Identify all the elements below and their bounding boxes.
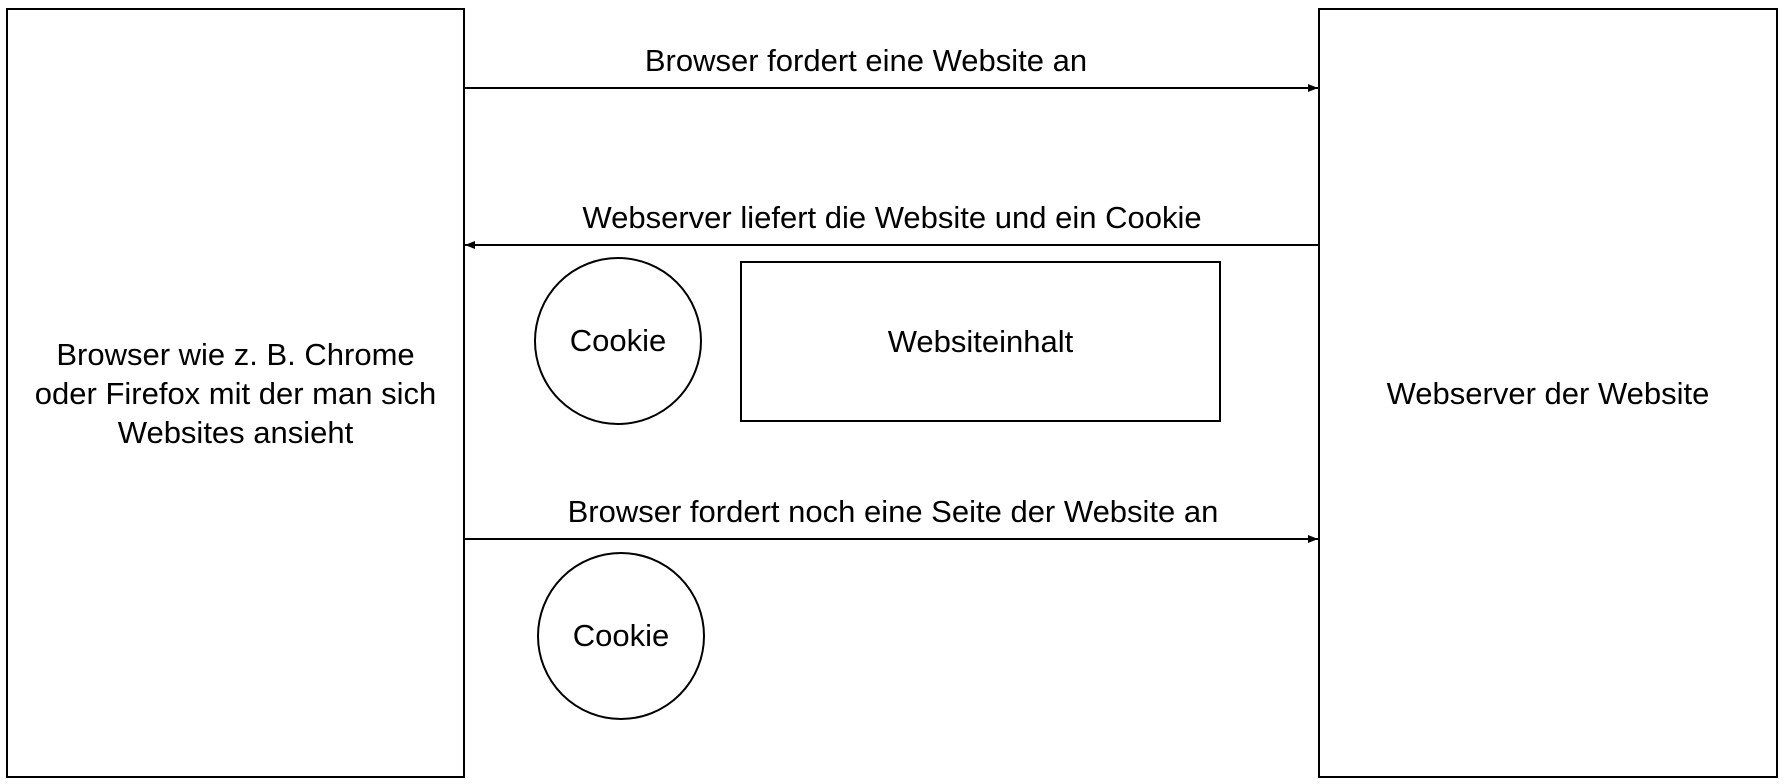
request-arrow-label: Browser fordert eine Website an	[644, 43, 1088, 78]
website-content-box: Websiteinhalt	[740, 261, 1221, 422]
webserver-box: Webserver der Website	[1318, 8, 1778, 778]
website-content-label: Websiteinhalt	[887, 324, 1074, 359]
browser-box: Browser wie z. B. Chrome oder Firefox mi…	[6, 8, 465, 778]
response-cookie-label: Cookie	[569, 323, 667, 358]
browser-label: Browser wie z. B. Chrome oder Firefox mi…	[34, 336, 437, 450]
second-request-arrow-label: Browser fordert noch eine Seite der Webs…	[567, 494, 1219, 529]
request-cookie-circle: Cookie	[537, 552, 705, 720]
webserver-label: Webserver der Website	[1386, 375, 1710, 411]
request-cookie-label: Cookie	[572, 618, 670, 653]
response-cookie-circle: Cookie	[534, 257, 702, 425]
response-arrow-label: Webserver liefert die Website und ein Co…	[582, 200, 1202, 235]
